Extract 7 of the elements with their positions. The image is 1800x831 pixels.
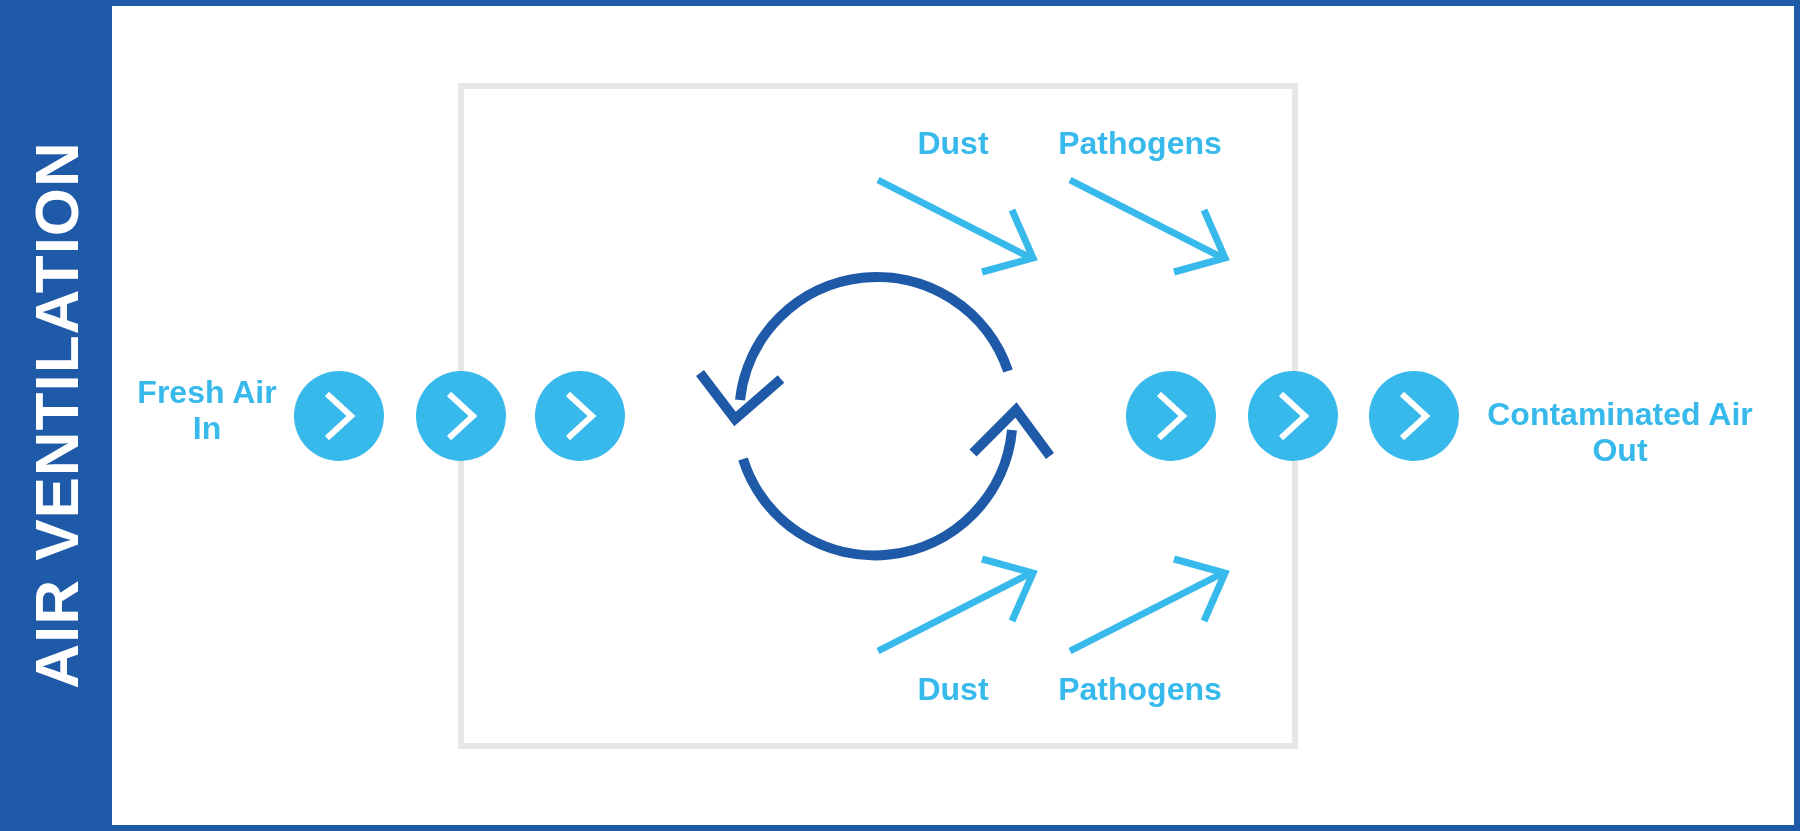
particle-label: Pathogens [1057, 671, 1223, 707]
title: AIR VENTILATION [20, 141, 92, 689]
particle-label: Dust [916, 125, 990, 161]
flow-label: Fresh Air In [137, 374, 277, 446]
particle-label: Pathogens [1057, 125, 1223, 161]
flow-label: Contaminated Air Out [1486, 396, 1754, 468]
particle-label: Dust [916, 671, 990, 707]
